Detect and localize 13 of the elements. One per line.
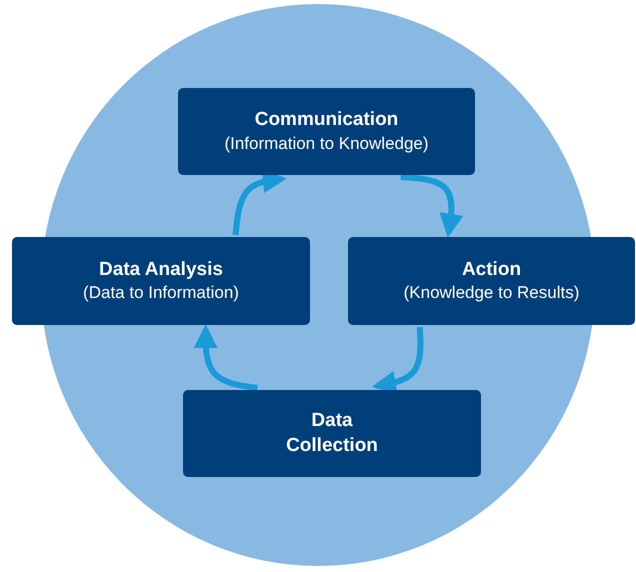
- box-title: Communication: [254, 108, 398, 132]
- process-box: [348, 237, 635, 325]
- box-subtitle: (Information to Knowledge): [224, 132, 429, 155]
- curved-arrow: [400, 174, 464, 238]
- process-box: [12, 237, 310, 325]
- box-subtitle: (Data to Information): [83, 282, 239, 304]
- process-box: [183, 390, 481, 477]
- box-subtitle: (Knowledge to Results): [404, 282, 580, 304]
- box-title: Action: [462, 258, 522, 282]
- curved-arrow: [194, 324, 258, 391]
- process-box: [178, 88, 475, 175]
- box-title: Data Collection: [285, 408, 379, 458]
- box-title: Data Analysis: [99, 258, 223, 282]
